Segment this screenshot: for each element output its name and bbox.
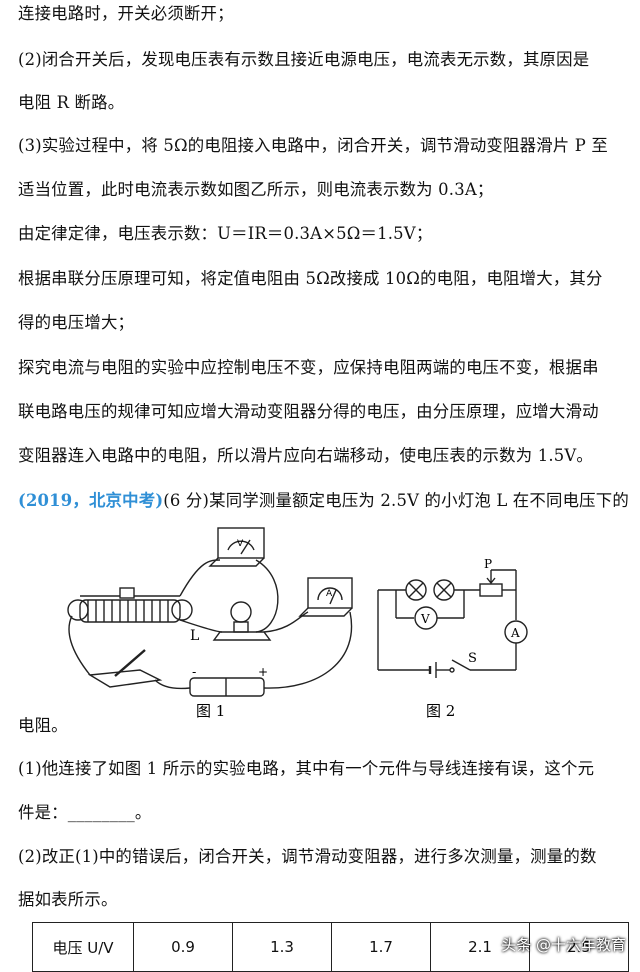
lamp-1 (405, 579, 427, 601)
battery-drawing (189, 677, 265, 697)
text-after-fig-1: 电阻。 (18, 716, 68, 735)
text-line-7: 根据串联分压原理可知，将定值电阻由 5Ω改接成 10Ω的电阻，电阻增大，其分 (18, 269, 603, 288)
watermark: 头条 @十六年教育 (501, 936, 626, 954)
text-line-4: (3)实验过程中，将 5Ω的电阻接入电路中，闭合开关，调节滑动变阻器滑片 P 至 (18, 136, 609, 155)
table-header-cell: 电压 U/V (32, 922, 134, 972)
table-cell: 1.3 (232, 922, 332, 972)
table-cell: 2.5 (529, 922, 629, 972)
battery-plus: + (258, 665, 268, 679)
text-line-6: 由定律定律，电压表示数：U＝IR＝0.3A×5Ω＝1.5V； (18, 224, 433, 243)
label-L: L (190, 628, 199, 644)
figure-2-schematic (377, 569, 528, 678)
question-text: (6 分)某同学测量额定电压为 2.5V 的小灯泡 L 在不同电压下的 (163, 491, 629, 510)
text-line-10: 联电路电压的规律可知应增大滑动变阻器分得的电压，由分压原理，应增大滑动 (18, 402, 599, 421)
rheostat-drawing (67, 587, 193, 623)
schematic-V: V (420, 612, 430, 626)
ammeter-letter: A (326, 589, 333, 599)
circuit-figures: L V A - + 图 1 P V A S 图 2 (67, 527, 528, 720)
text-line-11: 变阻器连入电路中的电阻，所以滑片应向右端移动，使电压表的示数为 1.5V。 (18, 446, 594, 465)
table-cell: 1.7 (331, 922, 431, 972)
voltmeter-letter: V (237, 539, 244, 549)
table-row: 电压 U/V 0.9 1.3 1.7 2.1 2.5 (32, 922, 629, 972)
text-after-fig-2: (1)他连接了如图 1 所示的实验电路，其中有一个元件与导线连接有误，这个元 (18, 759, 595, 778)
table-cell: 0.9 (133, 922, 233, 972)
bulb-drawing (212, 601, 272, 641)
text-line-8: 得的电压增大； (18, 313, 135, 332)
text-after-fig-4: (2)改正(1)中的错误后，闭合开关，调节滑动变阻器，进行多次测量，测量的数 (18, 847, 597, 866)
question-source: (2019，北京中考) (18, 491, 164, 510)
figure-1-physical-circuit (67, 527, 353, 697)
text-line-2: (2)闭合开关后，发现电压表有示数且接近电源电压，电流表无示数，其原因是 (18, 50, 590, 69)
text-line-5: 适当位置，此时电流表示数如图乙所示，则电流表示数为 0.3A； (18, 180, 494, 199)
switch-drawing (87, 649, 163, 688)
text-line-9: 探究电流与电阻的实验中应控制电压不变，应保持电阻两端的电压不变，根据串 (18, 358, 599, 377)
rheostat-symbol (479, 583, 503, 597)
data-table: 电压 U/V 0.9 1.3 1.7 2.1 2.5 (32, 922, 629, 972)
text-after-fig-5: 据如表所示。 (18, 890, 118, 909)
label-P: P (484, 557, 492, 571)
figure-2-caption: 图 2 (426, 702, 455, 720)
ammeter-drawing (298, 577, 353, 617)
text-line-3: 电阻 R 断路。 (18, 93, 125, 112)
figure-1-caption: 图 1 (196, 702, 225, 720)
question-line: (2019，北京中考)(6 分)某同学测量额定电压为 2.5V 的小灯泡 L 在… (18, 491, 630, 511)
schematic-A: A (510, 626, 520, 640)
battery-minus: - (192, 665, 196, 679)
table-cell: 2.1 (430, 922, 530, 972)
text-line-1: 连接电路时，开关必须断开； (18, 4, 234, 23)
text-after-fig-3: 件是：________。 (18, 803, 152, 822)
label-S: S (468, 651, 477, 666)
